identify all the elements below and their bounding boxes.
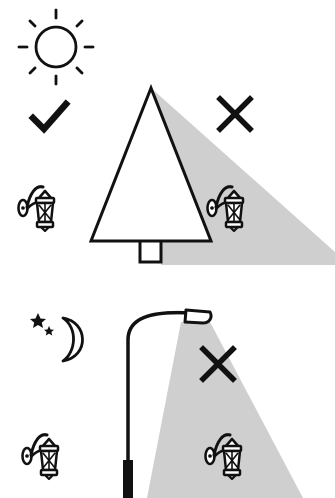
checkmark-icon <box>33 104 66 129</box>
wall-lantern-icon <box>23 435 59 479</box>
moon-and-stars-icon <box>30 313 83 361</box>
cross-icon <box>220 99 250 129</box>
wall-lantern-icon <box>19 187 55 231</box>
sun-icon <box>19 10 93 84</box>
